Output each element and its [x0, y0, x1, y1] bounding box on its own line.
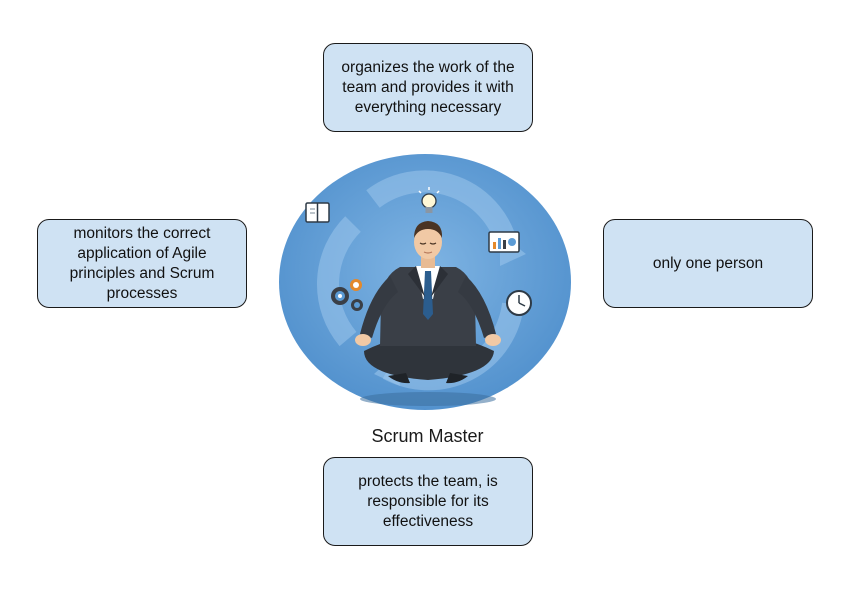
- right-hand: [485, 334, 501, 346]
- notebook-icon: [305, 202, 330, 223]
- clock-icon: [506, 290, 532, 316]
- box-text: only one person: [652, 254, 764, 272]
- box-text: monitors the correct application of Agil…: [69, 224, 215, 302]
- head: [414, 225, 442, 259]
- floor-shadow: [360, 392, 496, 406]
- meditating-businessman-illustration: [279, 154, 571, 410]
- tie: [423, 271, 433, 320]
- chart-board-icon: [488, 231, 520, 253]
- businessman-figure: [355, 221, 501, 384]
- responsibility-box-one-person: only one person: [603, 219, 813, 308]
- role-title: Scrum Master: [371, 426, 484, 446]
- crossed-legs: [364, 335, 494, 380]
- left-arm: [360, 276, 398, 338]
- gears-icon: [331, 279, 363, 311]
- left-hand: [355, 334, 371, 346]
- right-arm: [458, 276, 496, 338]
- box-text: protects the team, is responsible for it…: [358, 472, 498, 530]
- responsibility-box-monitors-agile: monitors the correct application of Agil…: [37, 219, 247, 308]
- lightbulb-icon: [418, 187, 440, 213]
- responsibility-box-protects-team: protects the team, is responsible for it…: [323, 457, 533, 546]
- box-text: organizes the work of the team and provi…: [341, 58, 515, 116]
- responsibility-box-organizes-work: organizes the work of the team and provi…: [323, 43, 533, 132]
- hair: [414, 221, 443, 238]
